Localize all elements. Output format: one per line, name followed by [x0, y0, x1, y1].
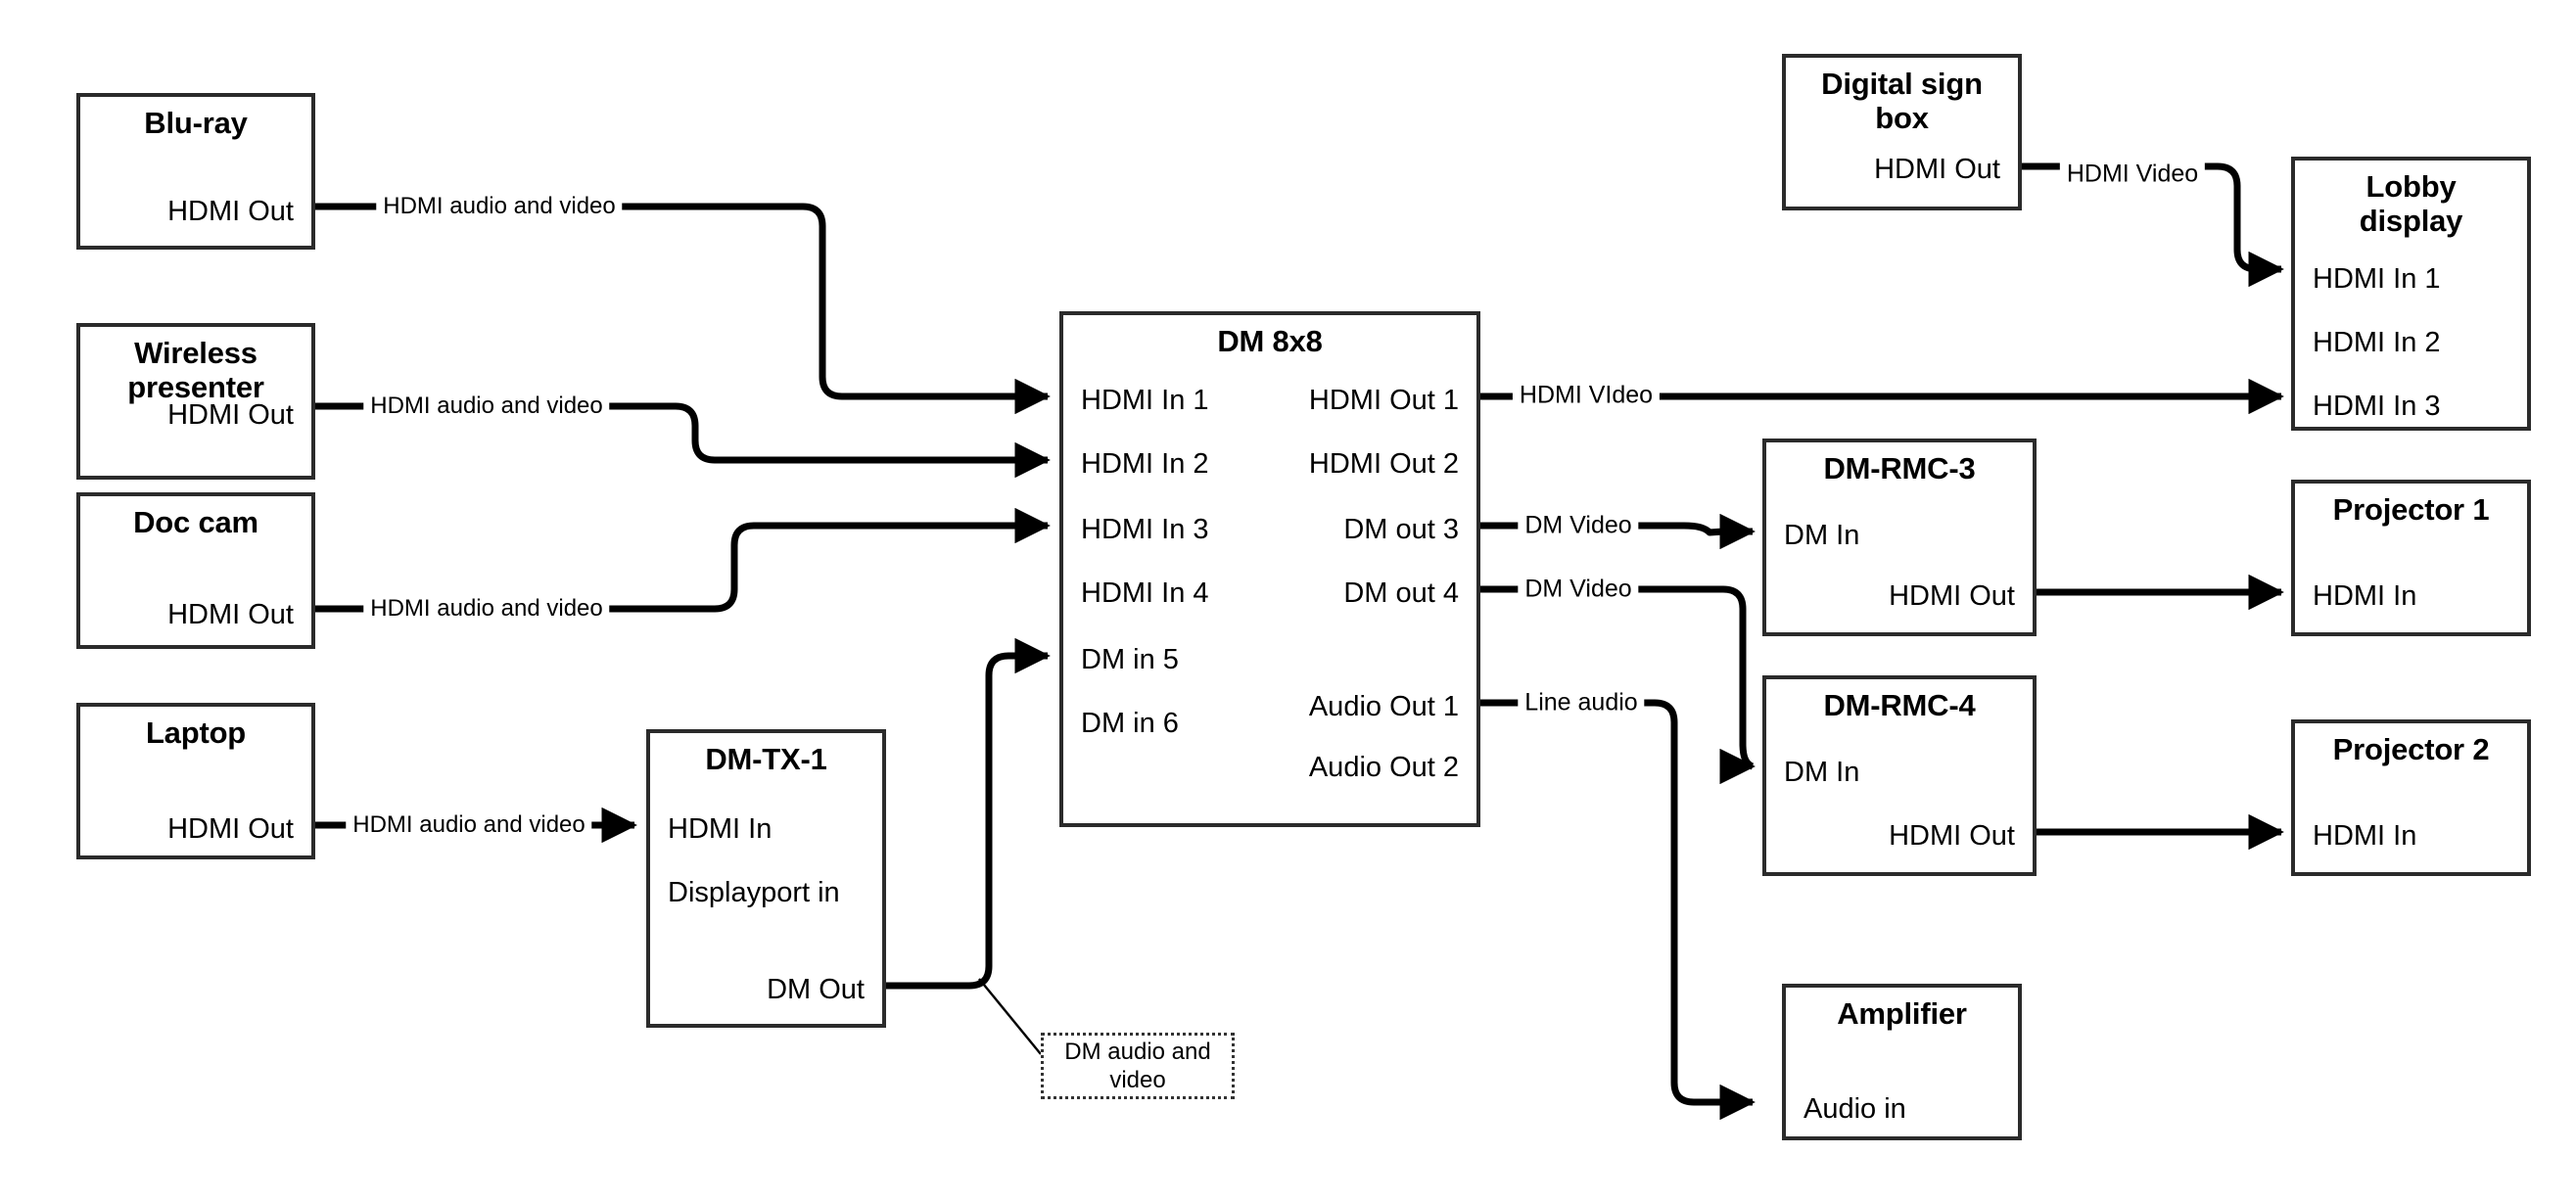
wire-dm8x8-to-rmc4 — [1480, 585, 1756, 774]
node-dm-tx-1[interactable]: DM-TX-1 HDMI In Displayport in DM Out — [646, 729, 886, 1028]
port-hdmi-out[interactable]: HDMI Out — [167, 399, 294, 431]
port-dm-out[interactable]: DM Out — [767, 974, 865, 1005]
node-dm-rmc-4[interactable]: DM-RMC-4 DM In HDMI Out — [1762, 675, 2037, 876]
port-hdmi-out[interactable]: HDMI Out — [167, 599, 294, 630]
port-hdmi-in[interactable]: HDMI In — [2313, 580, 2417, 612]
edge-label-doccam: HDMI audio and video — [363, 597, 610, 621]
port-hdmi-in-1[interactable]: HDMI In 1 — [2313, 263, 2441, 295]
node-title: DM-TX-1 — [705, 742, 827, 776]
edge-label-bluray: HDMI audio and video — [376, 195, 623, 218]
node-title: Digital sign box — [1821, 67, 1983, 135]
node-projector-1[interactable]: Projector 1 HDMI In — [2291, 480, 2531, 636]
node-title: Projector 2 — [2332, 732, 2490, 766]
edge-label-dm8x8-lobby: HDMI VIdeo — [1512, 383, 1661, 408]
edge-label-laptop: HDMI audio and video — [346, 813, 592, 837]
port-hdmi-in-4[interactable]: HDMI In 4 — [1081, 577, 1209, 609]
callout-dm-audio-video: DM audio and video — [1041, 1033, 1235, 1099]
port-hdmi-in-3[interactable]: HDMI In 3 — [2313, 391, 2441, 422]
port-hdmi-out[interactable]: HDMI Out — [167, 196, 294, 227]
port-hdmi-in-3[interactable]: HDMI In 3 — [1081, 514, 1209, 545]
port-hdmi-in-1[interactable]: HDMI In 1 — [1081, 385, 1209, 416]
node-lobby-display[interactable]: Lobby display HDMI In 1 HDMI In 2 HDMI I… — [2291, 157, 2531, 431]
port-hdmi-out[interactable]: HDMI Out — [1889, 820, 2015, 852]
node-doc-cam[interactable]: Doc cam HDMI Out — [76, 492, 315, 649]
node-title: DM-RMC-3 — [1823, 451, 1976, 485]
edge-label-wireless: HDMI audio and video — [363, 394, 610, 418]
port-dm-out-4[interactable]: DM out 4 — [1343, 577, 1459, 609]
port-dm-out-3[interactable]: DM out 3 — [1343, 514, 1459, 545]
node-bluray[interactable]: Blu-ray HDMI Out — [76, 93, 315, 250]
port-dm-in-6[interactable]: DM in 6 — [1081, 708, 1179, 739]
node-title: DM 8x8 — [1217, 324, 1323, 358]
edge-label-dm8x8-rmc3: DM Video — [1518, 513, 1639, 538]
port-displayport-in[interactable]: Displayport in — [668, 877, 840, 908]
wire-dmtx1-to-dm8x8 — [886, 637, 1051, 990]
node-title: Amplifier — [1837, 996, 1967, 1031]
port-hdmi-in-2[interactable]: HDMI In 2 — [1081, 448, 1209, 480]
port-hdmi-out[interactable]: HDMI Out — [167, 813, 294, 845]
port-hdmi-out-1[interactable]: HDMI Out 1 — [1308, 385, 1459, 416]
callout-leader-line — [978, 978, 1042, 1055]
node-laptop[interactable]: Laptop HDMI Out — [76, 703, 315, 859]
wire-dm8x8-to-amplifier — [1480, 699, 1756, 1121]
node-title: Wireless presenter — [127, 336, 264, 404]
port-audio-in[interactable]: Audio in — [1803, 1093, 1906, 1125]
edge-label-dm8x8-rmc4: DM Video — [1518, 577, 1639, 602]
node-title: Lobby display — [2359, 169, 2463, 238]
port-hdmi-in[interactable]: HDMI In — [668, 813, 773, 845]
port-hdmi-in[interactable]: HDMI In — [2313, 820, 2417, 852]
node-title: Doc cam — [133, 505, 258, 539]
node-amplifier[interactable]: Amplifier Audio in — [1782, 984, 2022, 1140]
node-title: Projector 1 — [2332, 492, 2490, 527]
port-dm-in[interactable]: DM In — [1784, 520, 1860, 551]
node-dm-rmc-3[interactable]: DM-RMC-3 DM In HDMI Out — [1762, 439, 2037, 636]
edge-label-digitalsign-lobby: HDMI Video — [2059, 162, 2206, 187]
node-projector-2[interactable]: Projector 2 HDMI In — [2291, 719, 2531, 876]
node-dm-8x8[interactable]: DM 8x8 HDMI In 1 HDMI In 2 HDMI In 3 HDM… — [1059, 311, 1480, 827]
port-hdmi-out[interactable]: HDMI Out — [1889, 580, 2015, 612]
edge-label-dm8x8-amplifier: Line audio — [1518, 690, 1645, 716]
wire-bluray-to-dm8x8 — [313, 203, 1051, 415]
port-hdmi-out[interactable]: HDMI Out — [1874, 154, 2000, 185]
node-digital-sign-box[interactable]: Digital sign box HDMI Out — [1782, 54, 2022, 210]
port-dm-in[interactable]: DM In — [1784, 757, 1860, 788]
port-audio-out-1[interactable]: Audio Out 1 — [1308, 691, 1459, 722]
node-title: Blu-ray — [144, 106, 248, 140]
port-dm-in-5[interactable]: DM in 5 — [1081, 644, 1179, 675]
port-hdmi-out-2[interactable]: HDMI Out 2 — [1308, 448, 1459, 480]
port-audio-out-2[interactable]: Audio Out 2 — [1308, 752, 1459, 783]
port-hdmi-in-2[interactable]: HDMI In 2 — [2313, 327, 2441, 358]
node-title: Laptop — [145, 716, 247, 750]
node-wireless-presenter[interactable]: Wireless presenter HDMI Out — [76, 323, 315, 480]
node-title: DM-RMC-4 — [1823, 688, 1976, 722]
